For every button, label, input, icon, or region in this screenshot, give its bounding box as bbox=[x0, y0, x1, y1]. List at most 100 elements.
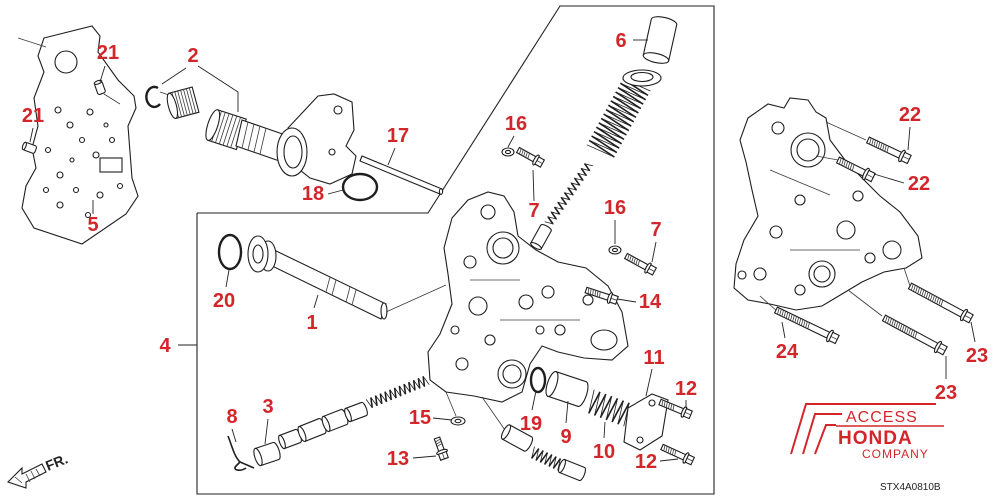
bolt-thread bbox=[668, 402, 670, 409]
shape-frame bbox=[642, 16, 678, 64]
bolt-thread bbox=[903, 326, 907, 333]
bolt-thread bbox=[436, 443, 443, 447]
cylinder-end bbox=[253, 447, 263, 467]
leader-line bbox=[29, 127, 34, 143]
callout-16-b: 16 bbox=[604, 197, 626, 219]
callout-17: 17 bbox=[387, 125, 409, 147]
bolt-head-edge bbox=[648, 268, 655, 272]
callout-4: 4 bbox=[159, 335, 171, 357]
dowel-pin bbox=[21, 141, 37, 154]
bolt bbox=[515, 146, 546, 168]
bolt-thread bbox=[777, 307, 780, 315]
spring-coil-front bbox=[588, 78, 649, 158]
bolt bbox=[623, 252, 658, 276]
bolt-thread bbox=[901, 325, 905, 332]
bolt-thread bbox=[663, 445, 666, 452]
shift-rod bbox=[359, 155, 444, 195]
guide-line bbox=[847, 289, 883, 317]
bolt-thread bbox=[787, 313, 791, 320]
bolt-thread bbox=[908, 328, 911, 335]
shape-frame bbox=[433, 436, 449, 461]
bolt-thread bbox=[910, 329, 914, 337]
bolt-thread bbox=[663, 400, 666, 407]
callout-7-a: 7 bbox=[528, 200, 539, 222]
bolt-thread bbox=[519, 148, 522, 155]
guide-line bbox=[17, 37, 47, 48]
bolt bbox=[660, 443, 696, 466]
bolt-thread bbox=[841, 158, 844, 166]
leader-line bbox=[99, 65, 106, 83]
bolt-thread bbox=[932, 295, 935, 302]
shape-frame bbox=[544, 163, 594, 225]
bolt-thread bbox=[674, 450, 677, 457]
cylinder-end bbox=[642, 52, 670, 64]
leader-line bbox=[264, 418, 269, 445]
guide-line bbox=[445, 391, 457, 417]
bolt-thread bbox=[936, 297, 940, 305]
spool-spring bbox=[365, 376, 430, 408]
logo-line-3: COMPANY bbox=[862, 447, 929, 461]
callout-14: 14 bbox=[639, 291, 662, 313]
main-spring bbox=[586, 78, 651, 158]
separator-plate bbox=[21, 25, 139, 245]
callout-9: 9 bbox=[560, 426, 571, 448]
guide-line bbox=[481, 396, 506, 431]
o-ring-20 bbox=[217, 233, 243, 271]
bolt-thread bbox=[923, 290, 927, 298]
spool-land bbox=[278, 428, 302, 450]
washer-15 bbox=[450, 416, 466, 426]
bolt-thread bbox=[913, 285, 916, 292]
bolt-thread bbox=[886, 146, 889, 153]
bolt-thread bbox=[925, 291, 929, 299]
callout-10: 10 bbox=[593, 441, 615, 463]
accumulator-spring bbox=[588, 389, 630, 427]
bolt-thread bbox=[915, 286, 918, 293]
bolt-thread bbox=[891, 319, 895, 326]
bolt-head-edge bbox=[902, 156, 910, 160]
bolt-thread bbox=[880, 142, 883, 150]
callout-21-b: 21 bbox=[22, 105, 44, 127]
bolt-thread bbox=[800, 319, 804, 326]
callout-5: 5 bbox=[87, 214, 98, 236]
spring-retainer bbox=[622, 69, 662, 87]
bolt-thread bbox=[781, 309, 784, 317]
bolt-thread bbox=[893, 320, 897, 327]
leader-line bbox=[781, 321, 786, 339]
bolt-head-edge bbox=[866, 174, 874, 178]
cylinder-end bbox=[500, 424, 512, 440]
shape-frame bbox=[531, 446, 562, 471]
bolt-thread bbox=[796, 317, 800, 324]
bolt-thread bbox=[805, 321, 808, 328]
stator-shaft-assembly bbox=[235, 93, 357, 185]
leader-line bbox=[531, 390, 537, 411]
guide-line bbox=[385, 284, 447, 313]
bolt-thread bbox=[590, 288, 592, 295]
bolt-head-edge bbox=[536, 160, 543, 164]
bolt-thread bbox=[851, 164, 855, 171]
bolt-thread bbox=[435, 438, 441, 443]
bolt-thread bbox=[940, 299, 944, 307]
bolt bbox=[865, 136, 912, 165]
spool-end bbox=[253, 441, 281, 467]
bolt-thread bbox=[669, 448, 672, 455]
cylinder-end bbox=[278, 434, 286, 450]
bolt bbox=[907, 282, 974, 324]
leader-line bbox=[327, 189, 344, 195]
bolt-thread bbox=[803, 320, 806, 327]
shape-frame bbox=[344, 401, 368, 423]
leader-line bbox=[907, 126, 911, 151]
bolt-head-edge bbox=[686, 458, 693, 462]
cylinder-end bbox=[545, 371, 559, 397]
leader-line bbox=[651, 241, 657, 263]
o-ring-19 bbox=[529, 366, 547, 394]
bolt-thread bbox=[594, 290, 597, 297]
bolt-thread bbox=[807, 322, 810, 329]
shape-frame bbox=[907, 282, 974, 324]
callout-22-a: 22 bbox=[899, 104, 921, 126]
bolt-thread bbox=[792, 315, 795, 322]
bottom-spring bbox=[531, 446, 562, 471]
spring-coil-back bbox=[544, 163, 594, 225]
snap-ring bbox=[145, 85, 161, 109]
bolt-thread bbox=[629, 255, 632, 262]
